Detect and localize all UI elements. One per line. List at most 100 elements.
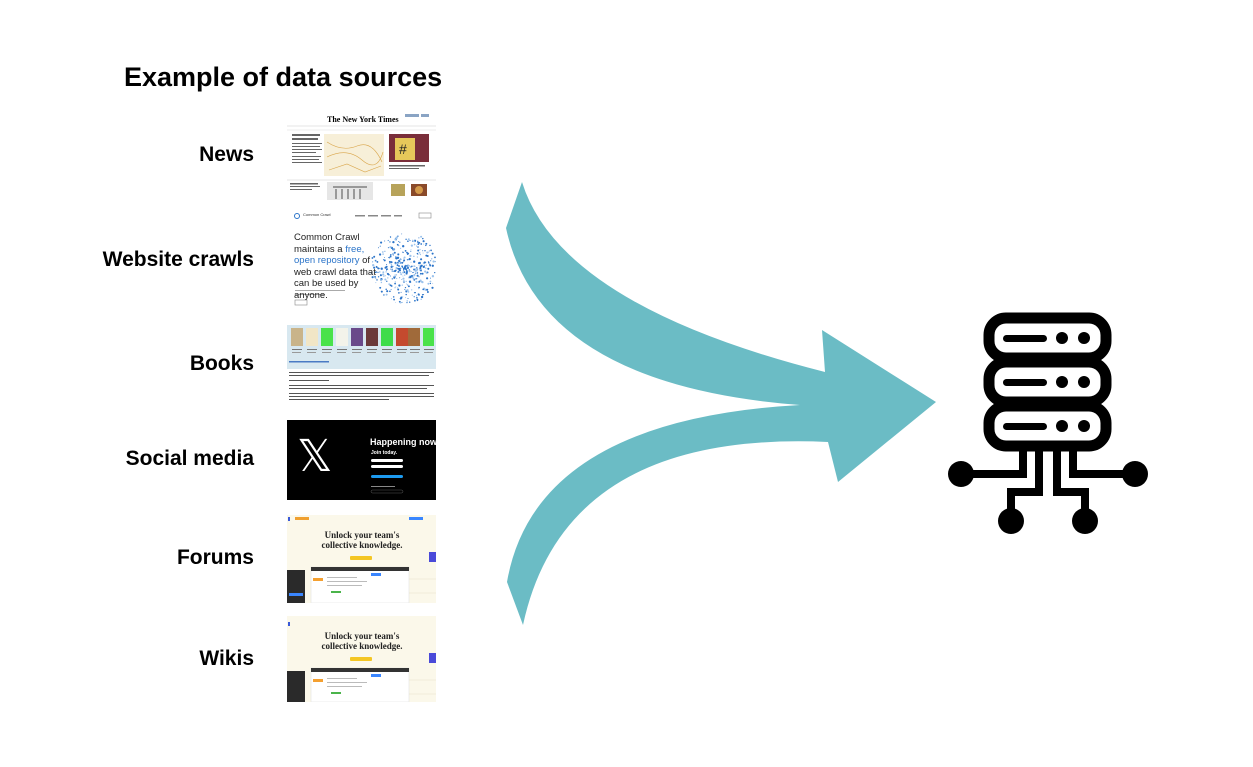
crawl-scatter-dot — [376, 260, 379, 263]
crawl-scatter-dot — [406, 289, 409, 292]
crawl-scatter-dot — [428, 262, 430, 264]
crawl-scatter-dot — [390, 254, 392, 256]
crawl-scatter-dot — [407, 240, 409, 242]
crawl-scatter-dot — [417, 253, 419, 255]
crawl-scatter-dot — [395, 274, 398, 276]
crawl-scatter-dot — [426, 255, 429, 257]
crawl-scatter-dot — [370, 271, 373, 275]
crawl-scatter-dot — [408, 280, 412, 283]
crawl-scatter-dot — [379, 274, 382, 277]
crawl-scatter-dot — [406, 253, 408, 255]
crawl-scatter-dot — [415, 272, 417, 274]
crawl-scatter-dot — [392, 265, 394, 267]
diagram-title: Example of data sources — [124, 62, 443, 92]
crawl-scatter-dot — [394, 261, 397, 264]
crawl-scatter-dot — [399, 277, 401, 279]
crawl-scatter-dot — [414, 268, 417, 271]
crawl-scatter-dot — [418, 237, 420, 239]
crawl-scatter-dot — [388, 257, 391, 259]
crawl-scatter-dot — [414, 284, 416, 286]
crawl-scatter-dot — [389, 284, 392, 287]
crawl-scatter-dot — [402, 271, 405, 274]
crawl-scatter-dot — [405, 268, 408, 271]
crawl-scatter-dot — [413, 255, 415, 257]
crawl-scatter-dot — [402, 280, 405, 283]
crawl-scatter-dot — [413, 265, 416, 267]
crawl-scatter-dot — [387, 257, 389, 259]
crawl-scatter-dot — [373, 266, 376, 269]
crawl-scatter-dot — [407, 291, 410, 293]
crawl-scatter-dot — [395, 302, 397, 304]
crawl-scatter-dot — [405, 272, 408, 275]
crawl-scatter-dot — [420, 258, 423, 261]
social-headline: Happening now — [370, 437, 436, 447]
crawl-scatter-dot — [412, 239, 414, 241]
crawl-scatter-dot — [391, 278, 393, 280]
crawl-scatter-dot — [410, 261, 412, 263]
crawl-scatter-dot — [405, 238, 407, 241]
crawl-scatter-dot — [423, 294, 425, 295]
crawl-scatter-dot — [393, 251, 396, 254]
crawl-scatter-dot — [393, 270, 397, 273]
crawl-scatter-dot — [410, 249, 412, 251]
crawl-scatter-dot — [411, 294, 413, 296]
crawl-scatter-dot — [420, 235, 423, 238]
crawl-scatter-dot — [405, 293, 407, 296]
crawl-scatter-dot — [384, 275, 386, 277]
crawl-scatter-dot — [402, 251, 404, 254]
news-masthead: The New York Times — [327, 115, 399, 124]
crawl-scatter-dot — [425, 244, 427, 247]
crawl-scatter-dot — [382, 253, 384, 255]
crawl-scatter-dot — [407, 297, 409, 300]
crawl-scatter-dot — [399, 269, 401, 271]
crawl-scatter-dot — [421, 280, 424, 284]
crawl-scatter-dot — [395, 257, 398, 260]
crawl-scatter-dot — [428, 251, 430, 253]
crawl-scatter-dot — [407, 259, 409, 261]
crawl-scatter-dot — [401, 233, 403, 235]
source-label-website-crawls: Website crawls — [102, 248, 254, 271]
crawl-scatter-dot — [418, 264, 420, 266]
crawl-scatter-dot — [406, 265, 408, 267]
crawl-scatter-dot — [385, 279, 387, 281]
crawl-scatter-dot — [397, 288, 400, 291]
crawl-scatter-dot — [393, 248, 395, 250]
crawl-scatter-dot — [401, 266, 404, 268]
crawl-scatter-dot — [392, 296, 395, 298]
crawl-scatter-dot — [397, 267, 401, 271]
crawl-scatter-dot — [413, 271, 415, 273]
crawl-scatter-dot — [375, 282, 377, 284]
crawl-scatter-dot — [407, 285, 410, 288]
crawl-scatter-dot — [380, 241, 383, 244]
crawl-scatter-dot — [428, 250, 430, 252]
crawl-scatter-dot — [407, 238, 410, 241]
crawl-scatter-dot — [416, 296, 418, 299]
crawl-scatter-dot — [388, 240, 391, 243]
crawl-scatter-dot — [422, 237, 424, 240]
crawl-scatter-dot — [409, 254, 412, 258]
crawl-scatter-dot — [430, 277, 431, 279]
crawl-scatter-dot — [400, 273, 403, 276]
crawl-scatter-dot — [429, 244, 431, 247]
crawl-scatter-dot — [380, 281, 383, 284]
crawl-scatter-dot — [386, 270, 388, 272]
crawl-scatter-dot — [434, 271, 436, 274]
crawl-scatter-dot — [425, 272, 428, 274]
crawl-headline-lead: Common Crawl maintains a — [294, 232, 360, 255]
crawl-scatter-dot — [390, 289, 392, 291]
crawl-scatter-dot — [431, 252, 434, 255]
crawl-scatter-dot — [406, 302, 408, 304]
crawl-scatter-dot — [372, 264, 375, 267]
crawl-scatter-dot — [390, 261, 393, 264]
crawl-scatter-dot — [420, 295, 424, 299]
crawl-scatter-dot — [416, 267, 418, 269]
website-crawls-thumbnail: Common Crawl Common Crawl maintains a fr… — [287, 208, 436, 308]
crawl-scatter-dot — [406, 266, 410, 269]
crawl-scatter-dot — [397, 253, 400, 256]
crawl-scatter-dot — [413, 240, 416, 243]
crawl-scatter-dot — [389, 236, 392, 238]
crawl-scatter-dot — [384, 250, 386, 252]
crawl-scatter-dot — [393, 276, 396, 279]
crawl-scatter-dot — [399, 271, 402, 274]
crawl-scatter-dot — [431, 286, 434, 289]
